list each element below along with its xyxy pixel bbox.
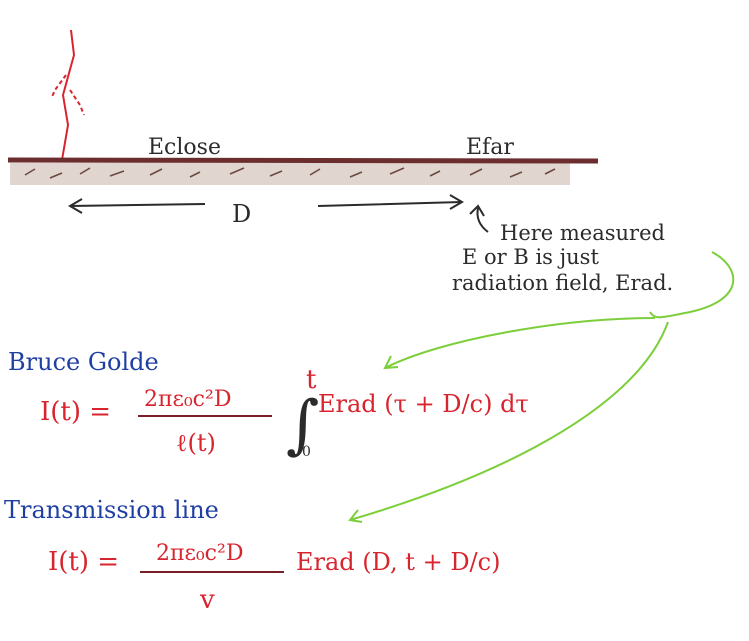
lightning-branch-2 [69, 89, 85, 116]
bg-numerator: 2πε₀c²D [144, 387, 231, 412]
bg-lower-limit: 0 [302, 444, 311, 460]
distance-arrow-left [68, 198, 206, 214]
bg-denominator: ℓ(t) [176, 429, 216, 457]
distance-arrow-right [317, 194, 464, 210]
green-arrow-to-integral [383, 317, 656, 370]
note-line-2: E or B is just [462, 245, 599, 269]
tl-rhs: Erad (D, t + D/c) [296, 548, 500, 576]
bruce-golde-title: Bruce Golde [8, 348, 159, 376]
ground-texture [10, 163, 570, 185]
green-bracket [649, 251, 735, 319]
ground-line [7, 157, 599, 164]
pointer-arrow [469, 204, 489, 233]
e-close-label: Eclose [148, 135, 221, 160]
lightning-branch [51, 74, 67, 98]
bg-upper-limit: t [306, 365, 317, 395]
ground-hatching [24, 167, 556, 179]
green-arrow-to-transmission [348, 321, 669, 523]
tl-numerator: 2πε₀c²D [156, 541, 243, 566]
bg-integrand: Erad (τ + D/c) dτ [318, 390, 529, 418]
note-line-3: radiation field, Erad. [452, 271, 673, 295]
transmission-line-title: Transmission line [4, 496, 219, 524]
tl-lhs: I(t) = [48, 547, 119, 577]
e-far-label: Efar [466, 135, 514, 160]
distance-label: D [232, 200, 251, 228]
bg-lhs: I(t) = [40, 397, 111, 427]
tl-denominator: v [199, 585, 215, 615]
lightning-channel [61, 29, 76, 161]
integral-sign: ∫ [286, 388, 319, 462]
note-line-1: Here measured [500, 221, 665, 245]
